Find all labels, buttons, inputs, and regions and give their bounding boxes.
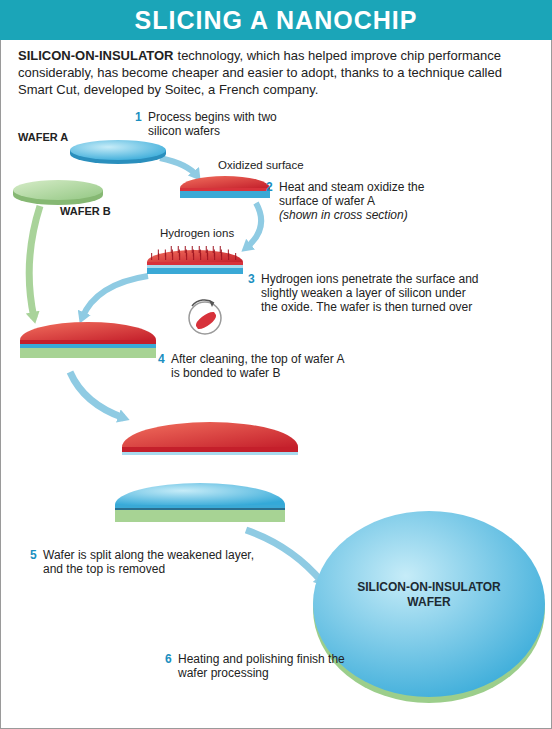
step-text: Heating and polishing finish the wafer p… [178,652,361,680]
step-text-group: 1 Process begins with two silicon wafers [135,110,286,138]
step-text-group: 4 After cleaning, the top of wafer A is b… [158,352,354,380]
intro-text-group: SILICON-ON-INSULATORtechnology, which ha… [18,47,536,98]
hydrogen-ion [206,246,207,253]
flip-icon [189,300,221,334]
step-number: 5 [30,548,37,562]
hydrogen-ion [192,246,193,253]
hydrogen-ion [165,250,166,257]
step-text: Wafer is split along the weakened layer,… [43,548,266,576]
wafer-a [70,140,166,164]
part-label: Oxidized surface [218,158,304,172]
step-text-group: 3 Hydrogen ions penetrate the surface and… [248,272,479,314]
hydrogen-ion [214,250,215,257]
ion-implanted-wafer [147,246,243,274]
split-bottom-piece [115,483,285,522]
step-text-group: 5 Wafer is split along the weakened layer… [30,548,266,576]
wafer-label-area: SILICON-ON-INSULATOR WAFER [310,505,548,685]
hydrogen-ion [171,246,172,253]
hydrogen-ion [207,250,208,257]
split-top-piece [122,422,298,455]
final-wafer: SILICON-ON-INSULATOR WAFER [310,505,548,705]
step-number: 3 [248,272,255,286]
wafer-name: WAFER B [60,204,111,218]
step-text-group: 6 Heating and polishing finish the wafer … [165,652,361,680]
step-text: Process begins with two silicon wafers [148,110,286,138]
step-number: 1 [135,110,142,124]
step-number: 2 [266,180,273,194]
hydrogen-ion [228,250,229,257]
step-text: (shown in cross section) [279,208,442,222]
hydrogen-ion [158,250,159,257]
flow-arrow [160,158,197,176]
wafer-label: SILICON-ON-INSULATOR WAFER [354,580,504,610]
hydrogen-ion [172,250,173,257]
hydrogen-ion [193,250,194,257]
step-text: Hydrogen ions penetrate the surface and … [261,272,479,314]
part-label-group: Hydrogen ions [160,226,234,240]
hydrogen-ion [235,253,236,260]
bonded-wafer [20,322,156,358]
wafer-b [13,180,103,205]
hydrogen-ion [179,250,180,257]
wafer-name: WAFER A [18,130,68,144]
step-text: Heat and steam oxidize the surface of wa… [279,180,442,208]
title: SLICING A NANOCHIP [0,0,552,40]
hydrogen-ion [200,250,201,257]
step-number: 6 [165,652,172,666]
wafer-name-group: WAFER A [18,130,68,144]
part-label: Hydrogen ions [160,226,234,240]
flow-arrow [246,530,322,582]
flow-arrow [70,372,124,418]
hydrogen-ion [220,246,221,253]
title-banner [0,0,552,40]
hydrogen-ion [186,250,187,257]
step-text: After cleaning, the top of wafer A is bo… [171,352,354,380]
hydrogen-ion [199,246,200,253]
part-label-group: Oxidized surface [218,158,304,172]
hydrogen-ion [221,250,222,257]
hydrogen-ion [151,253,152,260]
hydrogen-ion [178,246,179,253]
flow-arrow [29,206,40,318]
step-text-group: 2 Heat and steam oxidize the surface of w… [266,180,442,222]
hydrogen-ion [213,246,214,253]
flow-arrow [246,203,261,248]
oxidized-wafer [180,176,270,198]
hydrogen-ion [185,246,186,253]
intro-term: SILICON-ON-INSULATOR [18,48,174,63]
flow-arrow [82,276,148,318]
step-number: 4 [158,352,165,366]
wafer-name-group: WAFER B [60,204,111,218]
